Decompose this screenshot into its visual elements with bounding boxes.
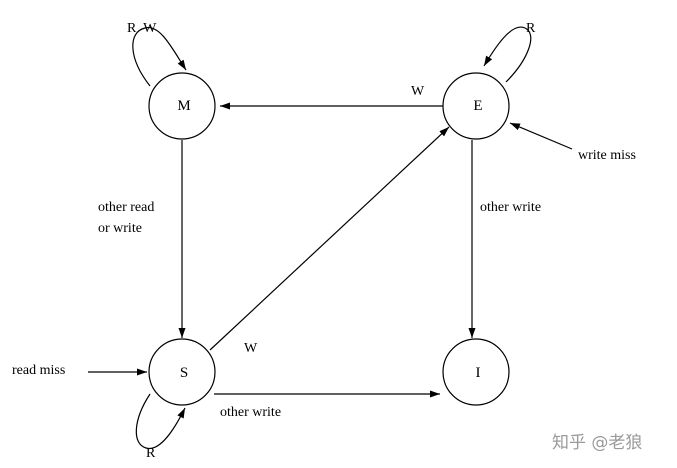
edge-m-self-loop <box>132 27 187 87</box>
state-m-label: M <box>177 98 190 114</box>
edge-write-miss <box>509 122 573 150</box>
label-s-to-i: other write <box>220 405 281 420</box>
label-write-miss: write miss <box>578 148 636 163</box>
state-e-label: E <box>473 98 482 114</box>
label-s-self-loop: R <box>146 446 156 461</box>
label-read-miss: read miss <box>12 363 65 378</box>
state-s-label: S <box>180 365 188 381</box>
state-s: S <box>148 338 216 406</box>
label-e-to-i: other write <box>480 200 541 215</box>
state-i: I <box>442 338 510 406</box>
label-e-to-m: W <box>411 84 425 99</box>
label-m-self-loop: R W <box>127 21 157 36</box>
label-m-to-s-line2: or write <box>98 221 142 236</box>
state-i-label: I <box>476 365 481 381</box>
label-e-self-loop: R <box>526 21 536 36</box>
watermark: 知乎 @老狼 <box>552 433 642 453</box>
edge-e-self-loop <box>483 26 532 83</box>
state-e: E <box>442 72 510 140</box>
edge-s-self-loop <box>135 393 186 450</box>
state-m: M <box>148 72 216 140</box>
label-s-to-e: W <box>244 341 258 356</box>
edge-s-to-e <box>209 126 450 351</box>
label-m-to-s-line1: other read <box>98 200 154 215</box>
